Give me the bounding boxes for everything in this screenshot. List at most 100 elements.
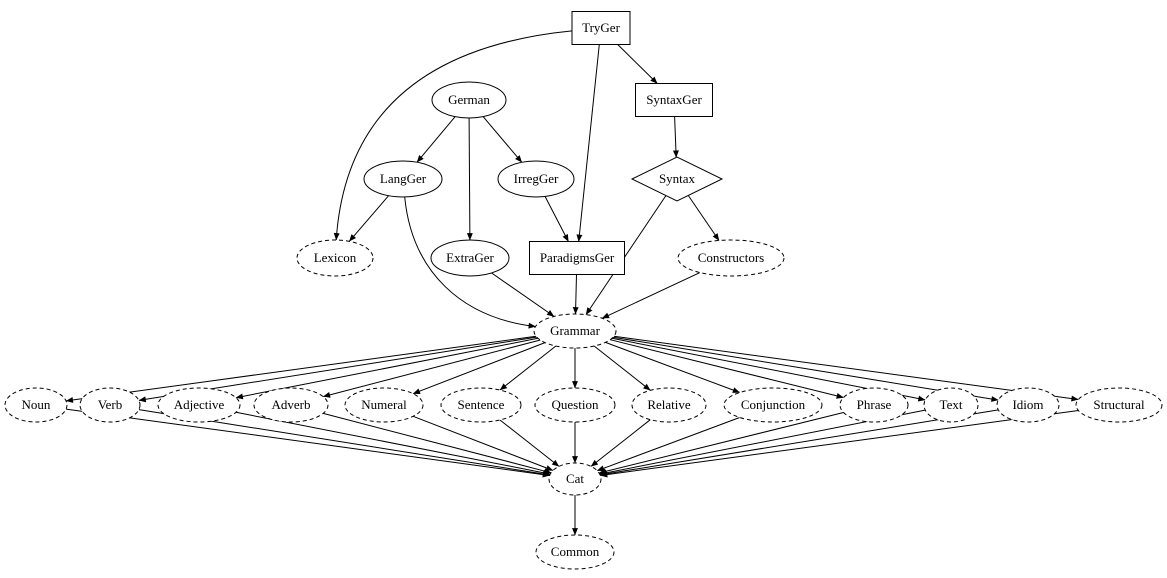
edge-grammar-idiom	[613, 336, 999, 402]
node-label: Text	[940, 397, 963, 412]
node-label: SyntaxGer	[646, 92, 702, 107]
node-relative: Relative	[631, 387, 707, 423]
ellipse-outline	[535, 534, 615, 570]
node-syntaxger: SyntaxGer	[635, 83, 713, 117]
edge-noun-cat	[66, 408, 550, 478]
edge-conjunction-cat	[596, 417, 740, 472]
diamond-outline	[630, 156, 724, 202]
edge-sentence-cat	[499, 419, 560, 467]
node-label: Structural	[1093, 397, 1145, 412]
node-tryger: TryGer	[571, 11, 631, 45]
ellipse-outline	[1075, 387, 1163, 423]
edge-grammar-relative	[593, 345, 651, 391]
edge-german-irregger	[482, 116, 523, 163]
node-verb: Verb	[79, 387, 141, 423]
edge-structural-cat	[600, 410, 1079, 478]
node-label: Cat	[566, 471, 584, 486]
ellipse-outline	[344, 387, 424, 423]
edge-relative-cat	[590, 419, 651, 467]
edge-grammar-sentence	[499, 345, 557, 391]
node-label: Adverb	[272, 397, 311, 412]
node-label: Adjective	[174, 397, 225, 412]
node-phrase: Phrase	[839, 387, 909, 423]
ellipse-outline	[631, 387, 707, 423]
edge-langger-grammar	[404, 196, 536, 329]
node-syntax: Syntax	[630, 156, 724, 202]
ellipse-outline	[497, 160, 575, 198]
edge-grammar-noun	[65, 335, 537, 403]
node-label: Lexicon	[314, 250, 357, 265]
edge-german-extrager	[466, 117, 473, 241]
edge-syntax-grammar	[585, 195, 667, 315]
edge-grammar-structural	[613, 335, 1079, 402]
edge-irregger-paradigmsger	[544, 196, 569, 242]
ellipse-outline	[534, 387, 616, 423]
node-constructors: Constructors	[677, 239, 785, 277]
node-label: LangGer	[380, 171, 427, 186]
box-outline	[529, 241, 625, 275]
ellipse-outline	[157, 387, 241, 423]
edge-adverb-cat	[323, 412, 552, 474]
ellipse-outline	[996, 387, 1060, 423]
node-label: Idiom	[1012, 397, 1043, 412]
edge-tryger-syntaxger	[617, 44, 658, 84]
node-paradigmsger: ParadigmsGer	[529, 241, 625, 275]
ellipse-outline	[533, 313, 617, 349]
box-outline	[571, 11, 631, 45]
node-structural: Structural	[1075, 387, 1163, 423]
edge-phrase-cat	[598, 412, 844, 475]
edge-grammar-numeral	[412, 342, 546, 395]
ellipse-outline	[440, 387, 522, 423]
node-label: TryGer	[582, 20, 620, 35]
edge-grammar-phrase	[610, 339, 844, 399]
node-adverb: Adverb	[253, 387, 329, 423]
ellipse-outline	[253, 387, 329, 423]
node-label: ParadigmsGer	[540, 250, 615, 265]
node-label: ExtraGer	[446, 250, 494, 265]
node-numeral: Numeral	[344, 387, 424, 423]
ellipse-outline	[430, 239, 510, 277]
node-cat: Cat	[548, 462, 602, 496]
node-lexicon: Lexicon	[296, 239, 374, 277]
ellipse-outline	[923, 387, 979, 423]
node-conjunction: Conjunction	[723, 387, 823, 423]
edge-adjective-cat	[235, 411, 551, 476]
edge-syntaxger-syntax	[672, 116, 679, 158]
ellipse-outline	[548, 462, 602, 496]
node-noun: Noun	[4, 387, 68, 423]
box-outline	[635, 83, 713, 117]
node-question: Question	[534, 387, 616, 423]
edge-langger-lexicon	[348, 195, 389, 242]
ellipse-outline	[723, 387, 823, 423]
node-label: Relative	[647, 397, 691, 412]
node-label: Sentence	[458, 397, 505, 412]
node-grammar: Grammar	[533, 313, 617, 349]
node-label: Verb	[98, 397, 123, 412]
edge-syntax-constructors	[687, 195, 720, 241]
edge-idiom-cat	[599, 409, 999, 477]
edge-extrager-grammar	[491, 272, 555, 317]
node-common: Common	[535, 534, 615, 570]
node-label: Grammar	[550, 323, 600, 338]
node-label: Common	[551, 544, 600, 559]
node-label: Conjunction	[741, 397, 806, 412]
ellipse-outline	[677, 239, 785, 277]
ellipse-outline	[431, 81, 507, 119]
edge-grammar-adverb	[322, 339, 541, 398]
node-german: German	[431, 81, 507, 119]
ellipse-outline	[296, 239, 374, 277]
node-adjective: Adjective	[157, 387, 241, 423]
node-label: German	[448, 92, 490, 107]
node-label: Question	[552, 397, 599, 412]
edge-tryger-lexicon	[333, 30, 573, 241]
node-label: Numeral	[361, 397, 407, 412]
edge-german-langger	[416, 116, 456, 163]
node-text: Text	[923, 387, 979, 423]
ellipse-outline	[363, 160, 443, 198]
node-label: Constructors	[698, 250, 764, 265]
node-langger: LangGer	[363, 160, 443, 198]
node-label: Syntax	[659, 171, 696, 186]
